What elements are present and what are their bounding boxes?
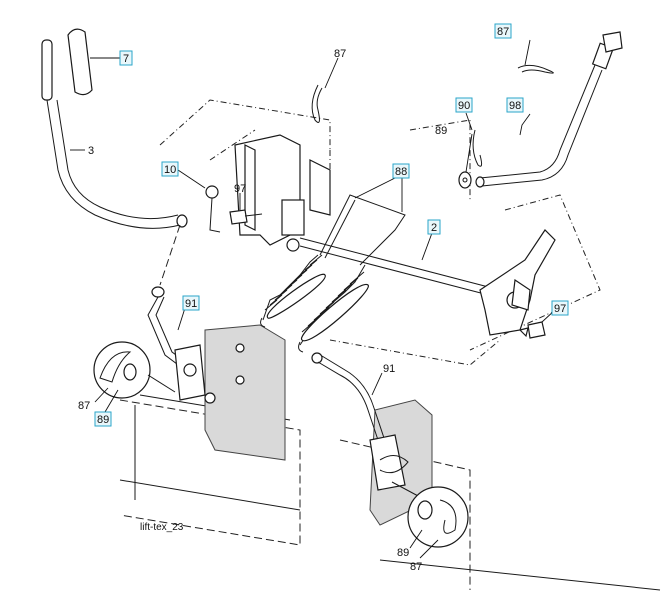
svg-text:97: 97 [554, 303, 566, 315]
svg-text:89: 89 [435, 125, 447, 137]
callout-88: 88 [392, 163, 410, 179]
callout-89-bottom: 89 [397, 547, 409, 559]
svg-text:88: 88 [395, 166, 407, 178]
detail-circle-right [407, 486, 469, 548]
svg-text:87: 87 [78, 400, 90, 412]
callout-91-right: 91 [383, 363, 395, 375]
callout-87-top: 87 [334, 48, 346, 60]
svg-text:97: 97 [234, 183, 246, 195]
svg-text:89: 89 [97, 414, 109, 426]
right-lift-link [311, 352, 421, 498]
callout-97-left: 97 [234, 183, 246, 195]
svg-text:87: 87 [410, 561, 422, 573]
svg-text:91: 91 [185, 298, 197, 310]
svg-text:3: 3 [88, 145, 94, 157]
callout-89-left: 89 [94, 411, 112, 427]
washer-89-right [458, 171, 472, 189]
callout-87-left: 87 [78, 400, 90, 412]
left-lift-link [147, 286, 216, 404]
left-bracket-plate [204, 324, 286, 461]
lift-link-rod [475, 31, 623, 188]
leader-lines [70, 39, 556, 559]
svg-text:90: 90 [458, 100, 470, 112]
callout-3: 3 [88, 145, 94, 157]
spring-10 [205, 185, 221, 233]
lift-shaft [299, 237, 501, 299]
callout-2: 2 [427, 219, 441, 235]
callout-97-right: 97 [551, 300, 569, 316]
callout-90: 90 [455, 97, 473, 113]
detail-circle-left [93, 341, 176, 399]
bolt-97-left [229, 209, 263, 225]
spring-left [260, 254, 323, 328]
spring-right [298, 271, 369, 353]
right-lift-arm [479, 229, 556, 336]
callout-7: 7 [119, 50, 133, 66]
callout-89-right: 89 [435, 125, 447, 137]
svg-text:91: 91 [383, 363, 395, 375]
clip-90 [472, 129, 483, 167]
pivot-bracket [234, 134, 331, 252]
callout-98: 98 [506, 97, 524, 113]
hairpin-clip-right [517, 64, 554, 74]
callout-87-bottom: 87 [410, 561, 422, 573]
svg-text:87: 87 [334, 48, 346, 60]
bolt-97-right [518, 321, 546, 339]
svg-text:89: 89 [397, 547, 409, 559]
svg-text:2: 2 [431, 222, 437, 234]
svg-text:87: 87 [497, 26, 509, 38]
frame-phantom-lines [159, 99, 601, 366]
figure-caption: lift-tex_23 [140, 522, 184, 533]
callout-10: 10 [161, 161, 179, 177]
svg-text:10: 10 [164, 164, 176, 176]
callout-91-left: 91 [182, 295, 200, 311]
svg-text:7: 7 [123, 53, 129, 65]
callout-87-right: 87 [494, 23, 512, 39]
hairpin-clip-top [311, 84, 323, 123]
lift-springs [260, 194, 406, 353]
svg-text:98: 98 [509, 100, 521, 112]
lift-lever [41, 28, 188, 286]
